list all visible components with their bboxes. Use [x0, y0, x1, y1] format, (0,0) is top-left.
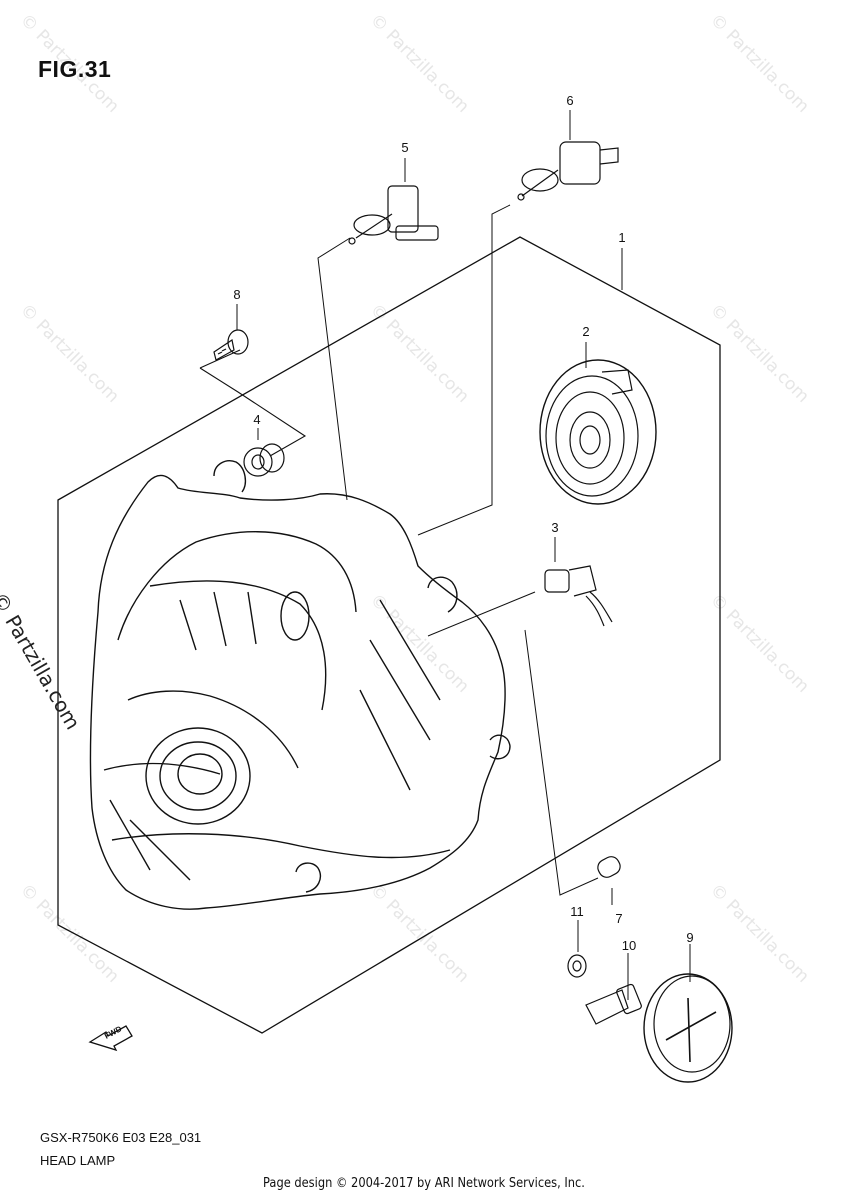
- callout-7: 7: [615, 911, 623, 926]
- bulb-h4: [517, 141, 619, 201]
- leader-lines: [236, 110, 691, 1000]
- socket-cover: [539, 359, 657, 505]
- forward-arrow-icon: [88, 1025, 133, 1052]
- callout-8: 8: [233, 287, 241, 302]
- callout-10: 10: [621, 938, 637, 953]
- page-credit: Page design © 2004-2017 by ARI Network S…: [263, 1176, 585, 1191]
- callout-4: 4: [253, 412, 261, 427]
- callout-5: 5: [401, 140, 409, 155]
- headlamp-housing: [89, 460, 511, 910]
- washer: [567, 954, 587, 978]
- grommet: [243, 443, 285, 477]
- callout-2: 2: [582, 324, 590, 339]
- bulb-h7: [348, 185, 439, 245]
- bolt: [213, 329, 249, 361]
- figure-label: FIG.31: [38, 56, 112, 82]
- callout-1: 1: [618, 230, 626, 245]
- cap: [643, 973, 733, 1083]
- model-code: GSX-R750K6 E03 E28_031: [40, 1130, 202, 1145]
- callout-11: 11: [570, 904, 584, 919]
- assembly-frame: [57, 236, 721, 1034]
- callout-3: 3: [551, 520, 559, 535]
- callout-6: 6: [566, 93, 574, 108]
- wedge-bulb: [597, 856, 621, 878]
- diagram-caption: HEAD LAMP: [40, 1153, 116, 1168]
- adjuster-screw: [585, 983, 642, 1025]
- bolt-grommet-frame: [199, 349, 307, 457]
- callout-9: 9: [686, 930, 694, 945]
- position-socket: [544, 565, 613, 627]
